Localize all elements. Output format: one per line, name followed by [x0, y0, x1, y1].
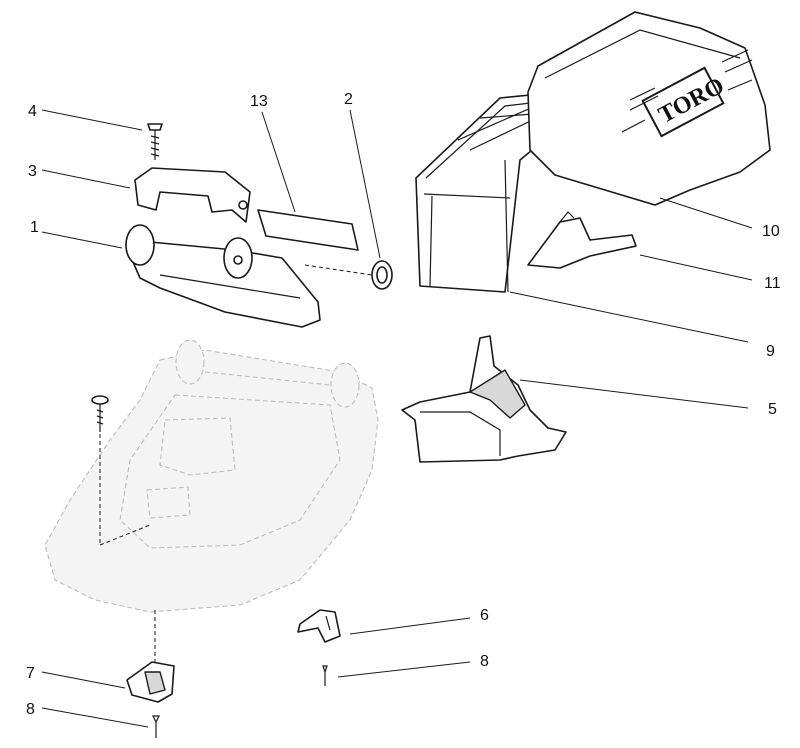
mower-deck: [44, 339, 379, 613]
screw-deck: [91, 395, 109, 432]
decal: [257, 209, 359, 251]
callout-11: 11: [764, 275, 781, 292]
front-clip: [126, 661, 175, 703]
screw-front: [152, 715, 160, 738]
hinge-cover: [134, 167, 251, 223]
leader-lines: [41, 109, 753, 728]
callout-9: 9: [766, 343, 775, 360]
callout-7: 7: [26, 665, 35, 682]
deflector: [527, 211, 637, 269]
grass-bag: TORO: [527, 11, 771, 206]
callout-4: 4: [28, 103, 37, 120]
callout-labels: 1 2 3 4 5 6 7 8 8 9 10 11 13: [26, 91, 781, 718]
rear-clip: [297, 609, 341, 643]
callout-13: 13: [250, 93, 268, 110]
callout-5: 5: [768, 401, 777, 418]
spring-ring: [371, 260, 393, 290]
hinge-bracket: [125, 224, 321, 328]
callout-8-rear: 8: [480, 653, 489, 670]
screw-clip: [322, 665, 328, 686]
callout-3: 3: [28, 163, 37, 180]
discharge-chute: [401, 335, 567, 463]
callout-2: 2: [344, 91, 353, 108]
callout-10: 10: [762, 223, 780, 240]
callout-1: 1: [30, 219, 39, 236]
screw-top: [147, 123, 163, 160]
callout-6: 6: [480, 607, 489, 624]
toro-logo: [641, 66, 725, 138]
callout-8-front: 8: [26, 701, 35, 718]
